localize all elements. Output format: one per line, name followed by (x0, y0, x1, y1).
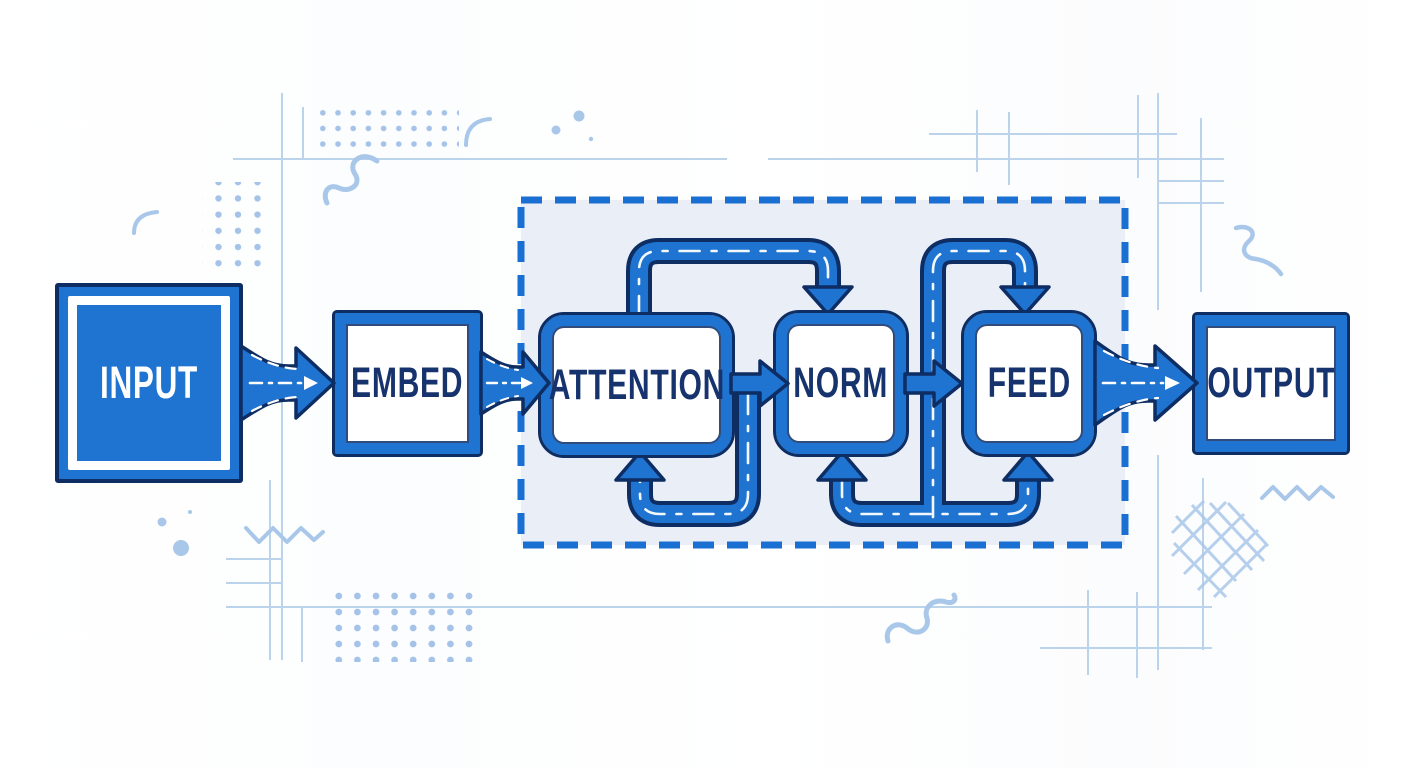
dot-grid-left (202, 182, 270, 270)
arrowhead-into-feed-top (999, 285, 1051, 316)
crosshatch (1170, 499, 1270, 599)
residual-tubes (614, 238, 1054, 527)
node-attention-label: ATTENTION (548, 360, 725, 409)
node-input: INPUT (55, 283, 243, 483)
node-embed: EMBED (332, 310, 483, 457)
decor-squiggles (132, 117, 1335, 644)
node-output-label: OUTPUT (1207, 359, 1335, 407)
arrowhead-into-norm-top (802, 285, 854, 316)
node-embed-label: EMBED (351, 359, 464, 407)
node-norm: NORM (773, 310, 909, 457)
node-feed-label: FEED (987, 359, 1071, 407)
decor-circles (157, 110, 594, 556)
blueprint-lines (226, 93, 1224, 678)
dot-grid-bottom (332, 590, 474, 662)
node-norm-label: NORM (793, 359, 889, 407)
arrowhead-into-norm-bottom (816, 450, 868, 482)
arrowhead-into-attention-bottom (614, 450, 666, 482)
arrowhead-into-feed-bottom (1002, 450, 1054, 482)
node-feed: FEED (961, 310, 1097, 457)
dot-grid-top (313, 102, 459, 156)
node-attention: ATTENTION (538, 312, 735, 458)
node-output: OUTPUT (1192, 312, 1350, 455)
input-inner-frame (68, 296, 230, 470)
node-input-label: INPUT (100, 357, 198, 408)
